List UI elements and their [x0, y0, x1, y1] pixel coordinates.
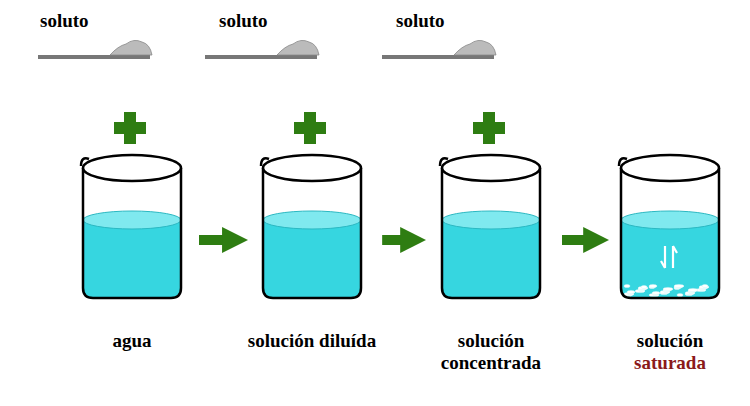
plus-signs	[114, 112, 505, 144]
plus-sign	[294, 112, 326, 144]
beaker-node: agua	[67, 150, 197, 352]
beaker-rim	[621, 155, 719, 181]
equilibrium-symbol	[661, 246, 677, 268]
water	[83, 220, 181, 298]
solute-label: soluto	[396, 10, 445, 32]
beaker-outline	[263, 168, 361, 298]
beaker-rim	[442, 155, 540, 181]
water	[442, 220, 540, 298]
solute-pile	[277, 40, 319, 55]
water	[621, 220, 719, 298]
spatula-blade	[205, 55, 317, 59]
beaker-node: soluciónsaturada	[605, 150, 735, 374]
solute-label: soluto	[40, 10, 89, 32]
beaker-rim	[263, 155, 361, 181]
plus-sign	[473, 112, 505, 144]
beaker-outline	[83, 168, 181, 298]
spatula-blade	[382, 55, 494, 59]
water-surface	[442, 211, 540, 229]
spatula	[38, 40, 152, 59]
water-surface	[83, 211, 181, 229]
process-arrow	[199, 235, 230, 245]
beaker-spout	[261, 158, 269, 166]
spatula-blade	[38, 55, 150, 59]
water	[263, 220, 361, 298]
water-surface	[621, 211, 719, 229]
beaker-outline	[621, 168, 719, 298]
solute-pile	[454, 40, 496, 55]
beaker-caption: solución concentrada	[422, 330, 560, 374]
water-surface	[263, 211, 361, 229]
beaker-spout	[440, 158, 448, 166]
beaker-node: solución diluída	[244, 150, 380, 352]
process-arrow	[562, 235, 591, 245]
beaker-caption: solución	[637, 330, 704, 352]
beaker-drawing	[617, 150, 723, 302]
solute-pile	[110, 40, 152, 55]
spatula	[382, 40, 496, 59]
beaker-spout	[619, 158, 627, 166]
beaker-drawing	[259, 150, 365, 302]
beaker-node: solución concentrada	[422, 150, 560, 374]
beaker-caption: saturada	[634, 352, 706, 374]
crystals	[624, 284, 709, 296]
beaker-drawing	[438, 150, 544, 302]
beaker-caption: solución diluída	[248, 330, 376, 352]
spatula	[205, 40, 319, 59]
process-arrow	[382, 235, 408, 245]
plus-sign	[114, 112, 146, 144]
solute-label: soluto	[219, 10, 268, 32]
beaker-rim	[83, 155, 181, 181]
beaker-outline	[442, 168, 540, 298]
beaker-drawing	[79, 150, 185, 302]
beaker-spout	[81, 158, 89, 166]
beaker-caption: agua	[112, 330, 151, 352]
